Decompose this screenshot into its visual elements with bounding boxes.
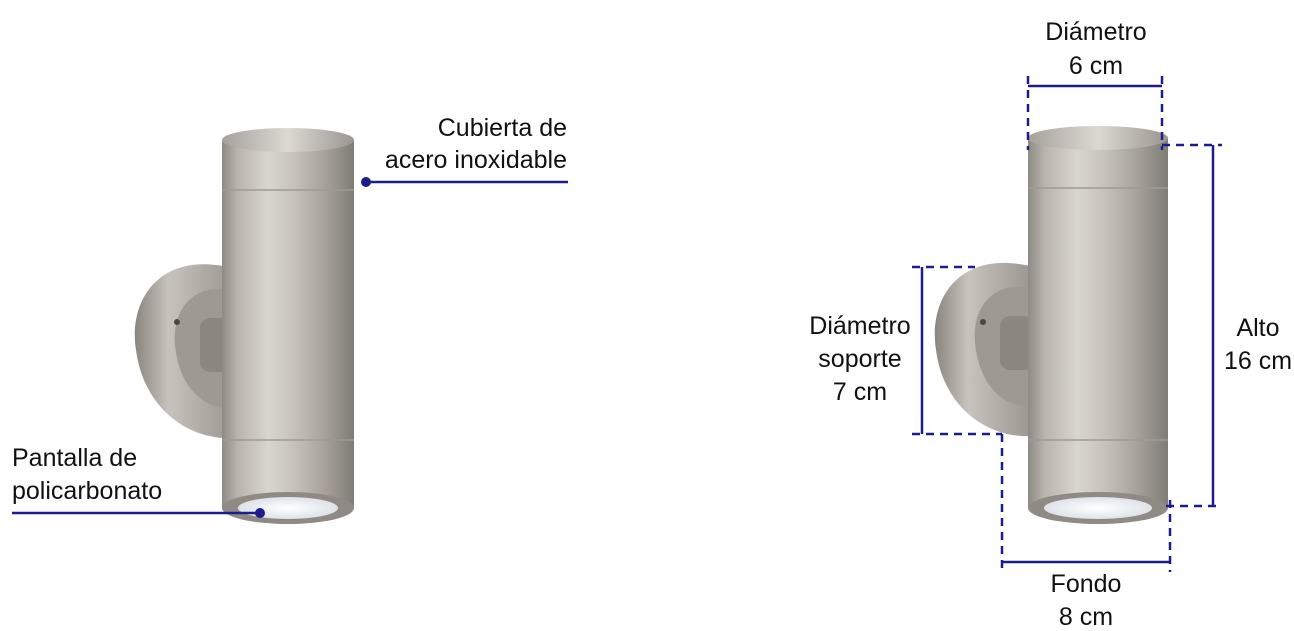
lens-right — [1044, 497, 1152, 519]
dimension-height-value: 16 cm — [1224, 347, 1292, 375]
dimension-height: Alto 16 cm — [1162, 143, 1292, 508]
housing-left — [222, 128, 354, 524]
dimension-support-label-line-1: Diámetro — [809, 312, 910, 340]
lamp-left — [134, 128, 354, 524]
dimension-support: Diámetro soporte 7 cm — [809, 265, 1002, 436]
callout-dot — [361, 177, 371, 187]
housing-right — [1028, 126, 1168, 524]
callout-housing: Cubierta de acero inoxidable — [361, 114, 568, 187]
dimension-support-value: 7 cm — [833, 378, 887, 406]
dimension-depth-value: 8 cm — [1059, 603, 1113, 631]
dimension-diameter-label: Diámetro — [1045, 18, 1146, 46]
dimension-diameter: Diámetro 6 cm — [1026, 18, 1164, 150]
dimension-height-label: Alto — [1236, 314, 1279, 342]
lamp-right — [934, 126, 1168, 524]
callout-lens: Pantalla de policarbonato — [12, 444, 265, 518]
callout-lens-line-1: Pantalla de — [12, 444, 137, 472]
screw-icon — [980, 319, 986, 325]
screw-icon — [174, 319, 180, 325]
callout-housing-line-2: acero inoxidable — [385, 146, 567, 174]
callout-dot — [255, 508, 265, 518]
callout-lens-line-2: policarbonato — [12, 477, 162, 505]
wall-mount-right — [934, 262, 1034, 437]
dimension-support-label-line-2: soporte — [818, 345, 901, 373]
dimension-depth-label: Fondo — [1051, 570, 1122, 598]
dimension-depth: Fondo 8 cm — [1000, 434, 1172, 631]
lens-left — [238, 497, 338, 519]
dimension-diameter-value: 6 cm — [1069, 52, 1123, 80]
wall-mount-left — [134, 264, 234, 439]
callout-housing-line-1: Cubierta de — [438, 114, 567, 142]
